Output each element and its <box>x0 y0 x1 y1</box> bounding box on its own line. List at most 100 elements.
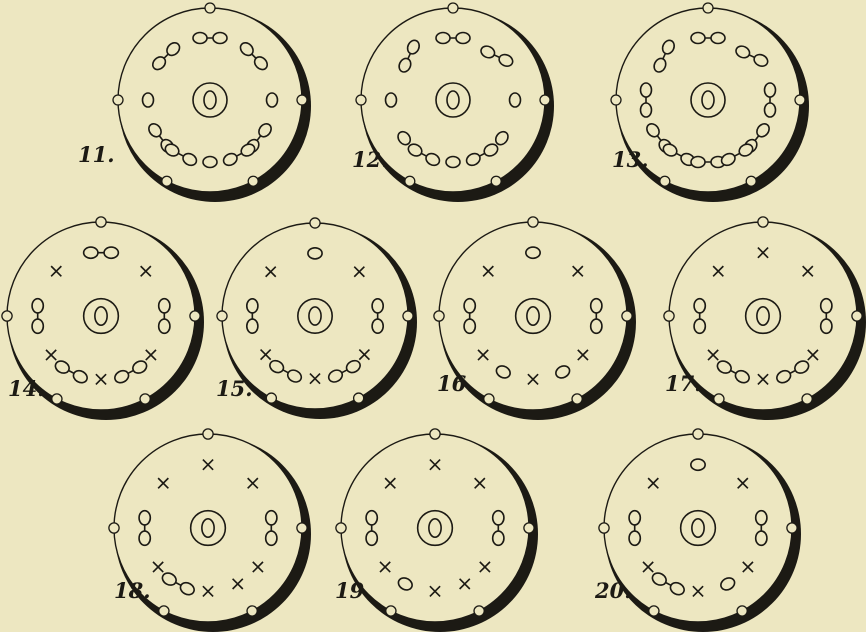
chromosome-oval <box>436 33 450 44</box>
outline-bump <box>491 176 501 186</box>
chromosome-oval <box>756 531 767 545</box>
outline-bump <box>140 394 150 404</box>
outline-bump <box>434 311 444 321</box>
outline-bump <box>247 606 257 616</box>
outline-bump <box>660 176 670 186</box>
figure-number-label: 15. <box>216 376 253 401</box>
chromosome-oval <box>711 33 725 44</box>
outline-bump <box>528 217 538 227</box>
figure-number-label: 20. <box>595 578 632 603</box>
chromosome-oval <box>372 299 383 313</box>
outline-bump <box>746 176 756 186</box>
cell-figure <box>611 3 809 202</box>
figure-number-label: 12. <box>352 147 389 172</box>
cell-outline <box>118 8 302 192</box>
outline-bump <box>758 217 768 227</box>
outline-bump <box>802 394 812 404</box>
chromosome-oval <box>629 511 640 525</box>
chromosome-oval <box>372 319 383 333</box>
outline-bump <box>484 394 494 404</box>
figure-number-label: 13. <box>612 147 649 172</box>
outline-bump <box>405 176 415 186</box>
outline-bump <box>622 311 632 321</box>
chromosome-oval <box>139 531 150 545</box>
chromosome-oval <box>765 103 776 117</box>
chromosome-oval <box>591 299 602 313</box>
chromosome-oval <box>456 33 470 44</box>
chromosome-oval <box>464 319 475 333</box>
outline-bump <box>649 606 659 616</box>
outline-bump <box>795 95 805 105</box>
outline-bump <box>109 523 119 533</box>
outline-bump <box>448 3 458 13</box>
chromosome-oval <box>139 511 150 525</box>
chromosome-oval <box>247 319 258 333</box>
figure-number-label: 11. <box>78 142 115 167</box>
outline-bump <box>703 3 713 13</box>
outline-bump <box>203 429 213 439</box>
figure-number-label: 17. <box>665 371 702 396</box>
outline-bump <box>2 311 12 321</box>
chromosome-oval <box>694 319 705 333</box>
chromosome-oval <box>366 511 377 525</box>
chromosome-oval <box>821 319 832 333</box>
outline-bump <box>386 606 396 616</box>
outline-bump <box>474 606 484 616</box>
cell-outline <box>361 8 545 192</box>
chromosome-oval <box>691 33 705 44</box>
figure-number-label: 19. <box>335 578 372 603</box>
chromosome-oval <box>629 531 640 545</box>
outline-bump <box>356 95 366 105</box>
cell-outline <box>604 434 792 622</box>
figure-number-label: 16. <box>437 371 474 396</box>
chromosome-oval <box>765 83 776 97</box>
outline-bump <box>787 523 797 533</box>
chromosome-oval <box>193 33 207 44</box>
chromosome-oval <box>32 299 43 313</box>
outline-bump <box>572 394 582 404</box>
outline-bump <box>297 523 307 533</box>
chromosome-oval <box>694 299 705 313</box>
outline-bump <box>297 95 307 105</box>
chromosome-oval <box>159 299 170 313</box>
outline-bump <box>599 523 609 533</box>
outline-bump <box>162 176 172 186</box>
outline-bump <box>266 393 276 403</box>
figure-number-label: 18. <box>114 578 151 603</box>
chromosome-oval <box>591 319 602 333</box>
outline-bump <box>737 606 747 616</box>
outline-bump <box>52 394 62 404</box>
chromosome-oval <box>493 531 504 545</box>
chromosome-oval <box>247 299 258 313</box>
chromosome-oval <box>266 511 277 525</box>
chromosome-oval <box>821 299 832 313</box>
chromosome-oval <box>32 319 43 333</box>
chromosome-oval <box>266 531 277 545</box>
chromosome-oval <box>641 103 652 117</box>
cell-figure <box>113 3 311 202</box>
chromosome-oval <box>641 83 652 97</box>
outline-bump <box>403 311 413 321</box>
outline-bump <box>310 218 320 228</box>
outline-bump <box>96 217 106 227</box>
outline-bump <box>354 393 364 403</box>
figure-number-label: 14. <box>8 376 45 401</box>
chromosome-oval <box>756 511 767 525</box>
outline-bump <box>714 394 724 404</box>
outline-bump <box>336 523 346 533</box>
chromosome-oval <box>691 157 705 168</box>
chromosome-oval <box>464 299 475 313</box>
outline-bump <box>611 95 621 105</box>
outline-bump <box>852 311 862 321</box>
outline-bump <box>190 311 200 321</box>
chromosome-oval <box>366 531 377 545</box>
outline-bump <box>430 429 440 439</box>
outline-bump <box>205 3 215 13</box>
outline-bump <box>693 429 703 439</box>
outline-bump <box>217 311 227 321</box>
outline-bump <box>664 311 674 321</box>
outline-bump <box>540 95 550 105</box>
cell-figure <box>356 3 554 202</box>
chromosome-oval <box>159 319 170 333</box>
